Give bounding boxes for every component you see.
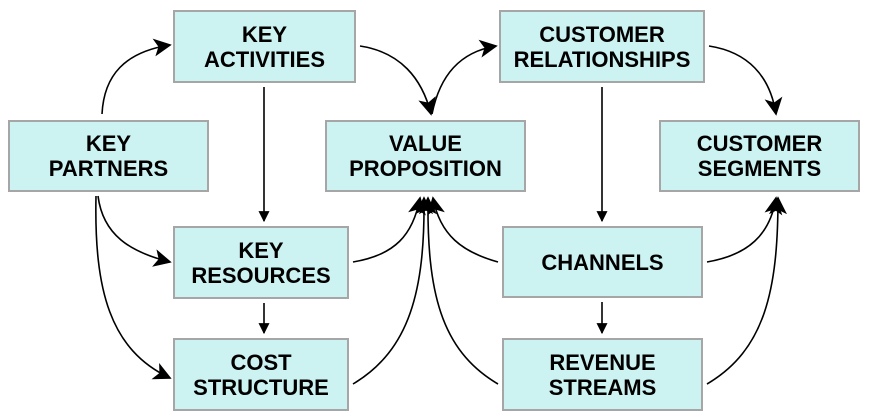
node-customer-segments: CUSTOMER SEGMENTS [659, 120, 860, 192]
node-key-partners: KEY PARTNERS [8, 120, 209, 192]
edge-value-proposition-to-customer-relationships [431, 39, 498, 115]
node-key-resources: KEY RESOURCES [173, 226, 349, 299]
node-value-proposition-line1: VALUE [389, 131, 462, 156]
node-customer-segments-line2: SEGMENTS [697, 156, 822, 181]
node-channels: CHANNELS [502, 226, 703, 298]
node-key-resources-line2: RESOURCES [191, 262, 331, 288]
edge-customer-relationships-to-customer-segments [708, 45, 783, 116]
node-key-activities-line1: KEY [241, 21, 288, 47]
node-key-partners-line2: PARTNERS [48, 156, 169, 181]
node-cost-structure-line2: STRUCTURE [193, 374, 329, 400]
node-revenue-streams-line2: STREAMS [548, 374, 657, 400]
node-revenue-streams: REVENUE STREAMS [502, 338, 703, 411]
edge-key-partners-to-cost-structure [95, 195, 172, 380]
node-key-partners-line1: KEY [85, 131, 132, 156]
node-value-proposition: VALUE PROPOSITION [325, 120, 526, 192]
node-customer-segments-line1: CUSTOMER [696, 131, 823, 156]
edge-revenue-streams-to-value-proposition [418, 196, 499, 385]
node-key-activities-line2: ACTIVITIES [203, 46, 325, 72]
edge-channels-to-value-proposition [427, 196, 499, 263]
node-key-resources-line1: KEY [238, 237, 284, 263]
node-cost-structure: COST STRUCTURE [173, 338, 349, 411]
edge-channels-to-customer-segments [706, 196, 783, 263]
node-revenue-streams-line1: REVENUE [549, 349, 656, 375]
node-cost-structure-line1: COST [230, 349, 292, 375]
edge-key-partners-to-key-activities [101, 38, 172, 115]
node-customer-relationships-line1: CUSTOMER [539, 21, 665, 47]
edge-cost-structure-to-value-proposition [352, 196, 434, 385]
node-key-activities: KEY ACTIVITIES [173, 10, 356, 83]
edge-key-resources-to-value-proposition [352, 196, 426, 263]
node-customer-relationships: CUSTOMER RELATIONSHIPS [499, 10, 705, 83]
node-channels-line1: CHANNELS [541, 249, 664, 275]
edge-key-partners-to-key-resources [97, 195, 172, 267]
node-customer-relationships-line2: RELATIONSHIPS [513, 46, 691, 72]
node-value-proposition-line2: PROPOSITION [349, 156, 502, 181]
edge-revenue-streams-to-customer-segments [706, 196, 787, 385]
edge-key-activities-to-value-proposition [359, 45, 436, 116]
